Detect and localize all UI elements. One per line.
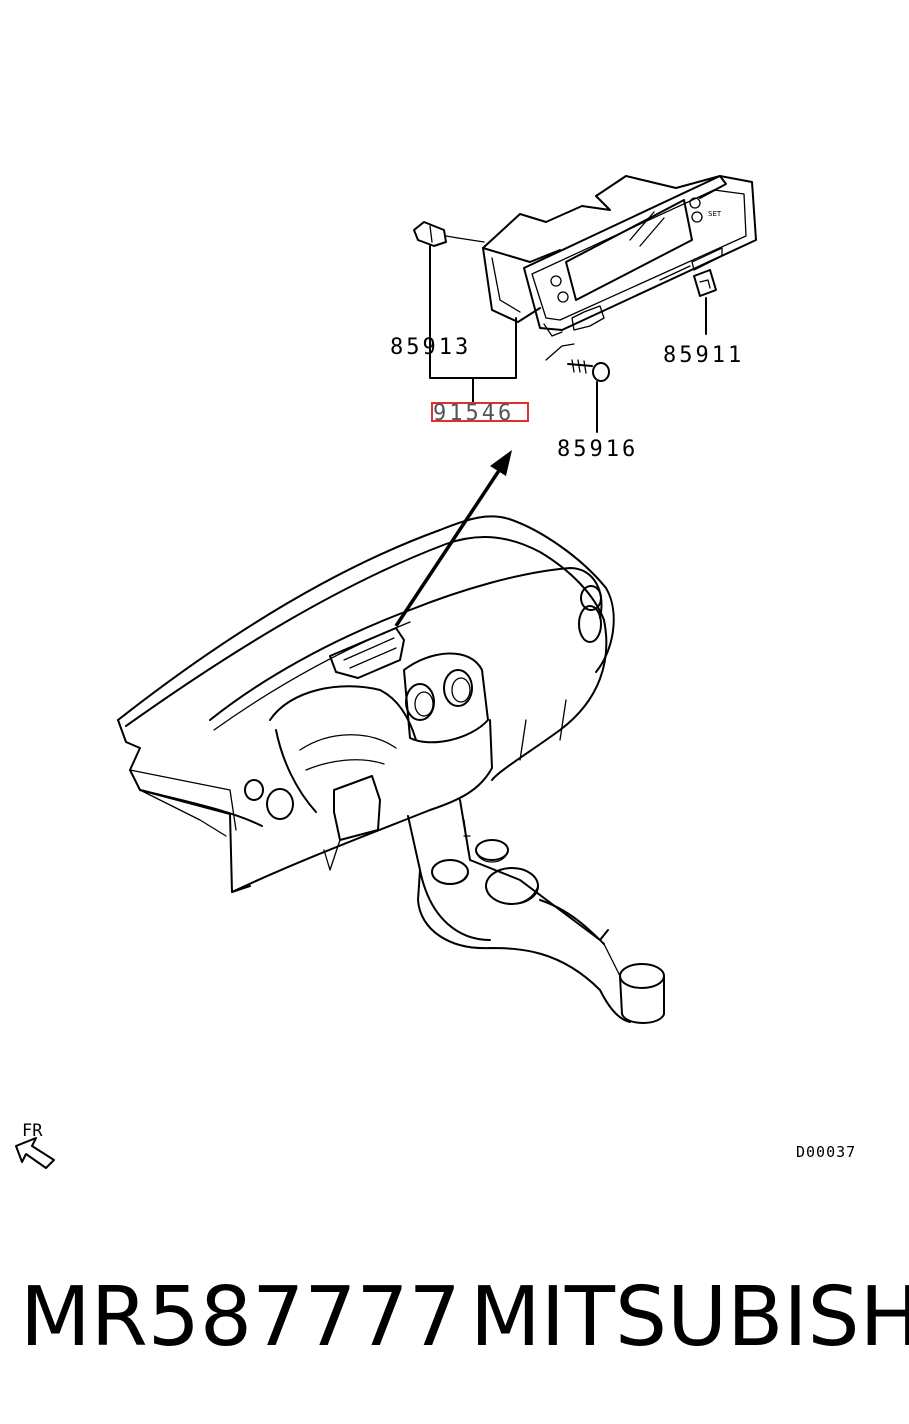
- part-number: MR587777: [20, 1270, 461, 1365]
- screw: [545, 343, 610, 382]
- highlight-box: [431, 402, 529, 422]
- fr-label: FR: [22, 1121, 43, 1141]
- location-arrow: [394, 450, 512, 627]
- callout-85911: 85911: [663, 343, 744, 368]
- leader-lines: [429, 245, 707, 433]
- brand-name: MITSUBISHI: [470, 1270, 909, 1365]
- clock-display-unit: SET: [482, 175, 757, 337]
- svg-text:SET: SET: [708, 210, 722, 218]
- bulb-socket: [413, 221, 485, 247]
- callout-85913: 85913: [390, 335, 471, 360]
- diagram-code: D00037: [796, 1143, 856, 1161]
- callout-91546[interactable]: 91546: [433, 401, 514, 426]
- callout-85916: 85916: [557, 437, 638, 462]
- footer: MR587777 MITSUBISHI: [0, 1268, 909, 1378]
- instrument-panel: [117, 515, 665, 1024]
- front-orientation-indicator: FR: [15, 1121, 55, 1169]
- clip-nut: [693, 269, 717, 297]
